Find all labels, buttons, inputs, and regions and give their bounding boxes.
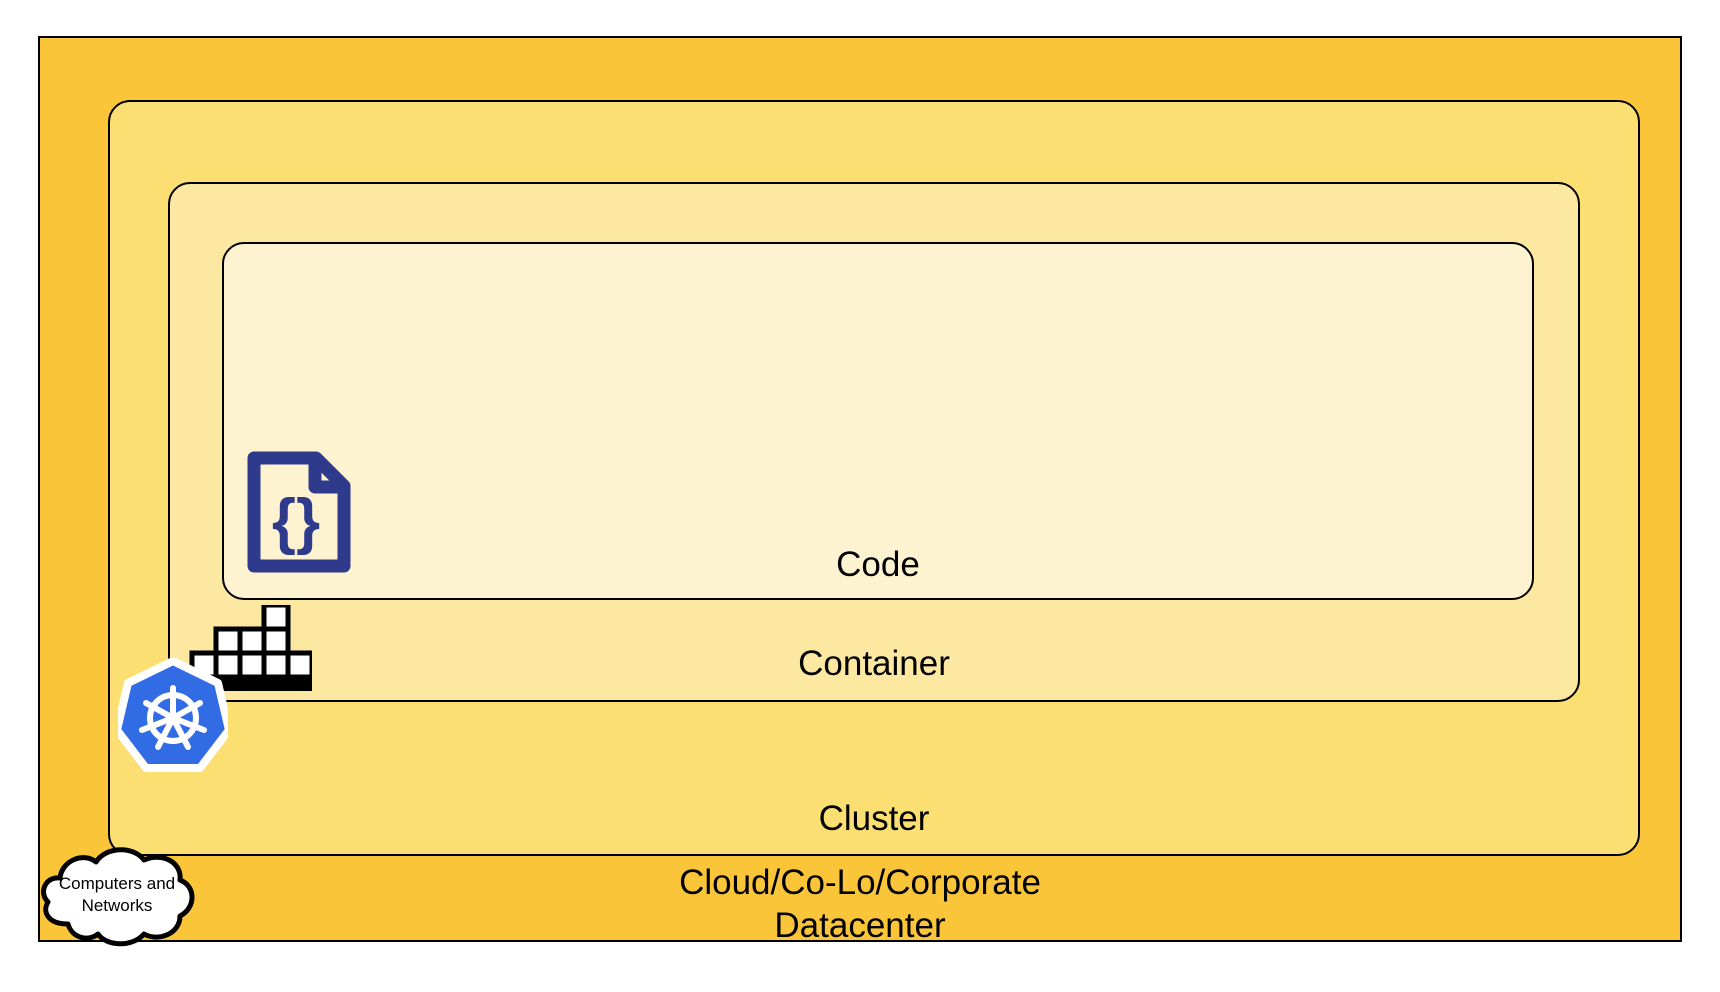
container-block: [237, 650, 267, 680]
kubernetes-spoke: [170, 715, 191, 750]
kubernetes-spoke: [155, 715, 176, 750]
code-file-icon-svg: {}: [247, 451, 351, 573]
kubernetes-icon: [113, 657, 233, 776]
kubernetes-spoke: [139, 715, 176, 733]
container-block: [261, 602, 291, 632]
kubernetes-spoke: [170, 715, 207, 733]
code-file-braces-glyph: {}: [272, 487, 320, 556]
code-file-icon: {}: [240, 450, 352, 574]
code-file-outline: [247, 451, 351, 573]
layer-box-code[interactable]: [222, 242, 1534, 600]
cloud-shape[interactable]: [34, 842, 200, 950]
container-block: [237, 626, 267, 656]
container-block: [261, 626, 291, 656]
container-block: [285, 650, 315, 680]
container-block: [261, 650, 291, 680]
kubernetes-helm-wheel: [139, 685, 207, 750]
code-file-fold: [308, 452, 351, 494]
cloud-outline: [41, 847, 195, 947]
kubernetes-spoke: [143, 700, 176, 721]
container-block: [213, 626, 243, 656]
kubernetes-spoke: [170, 700, 203, 721]
kubernetes-icon-svg: [113, 657, 233, 772]
